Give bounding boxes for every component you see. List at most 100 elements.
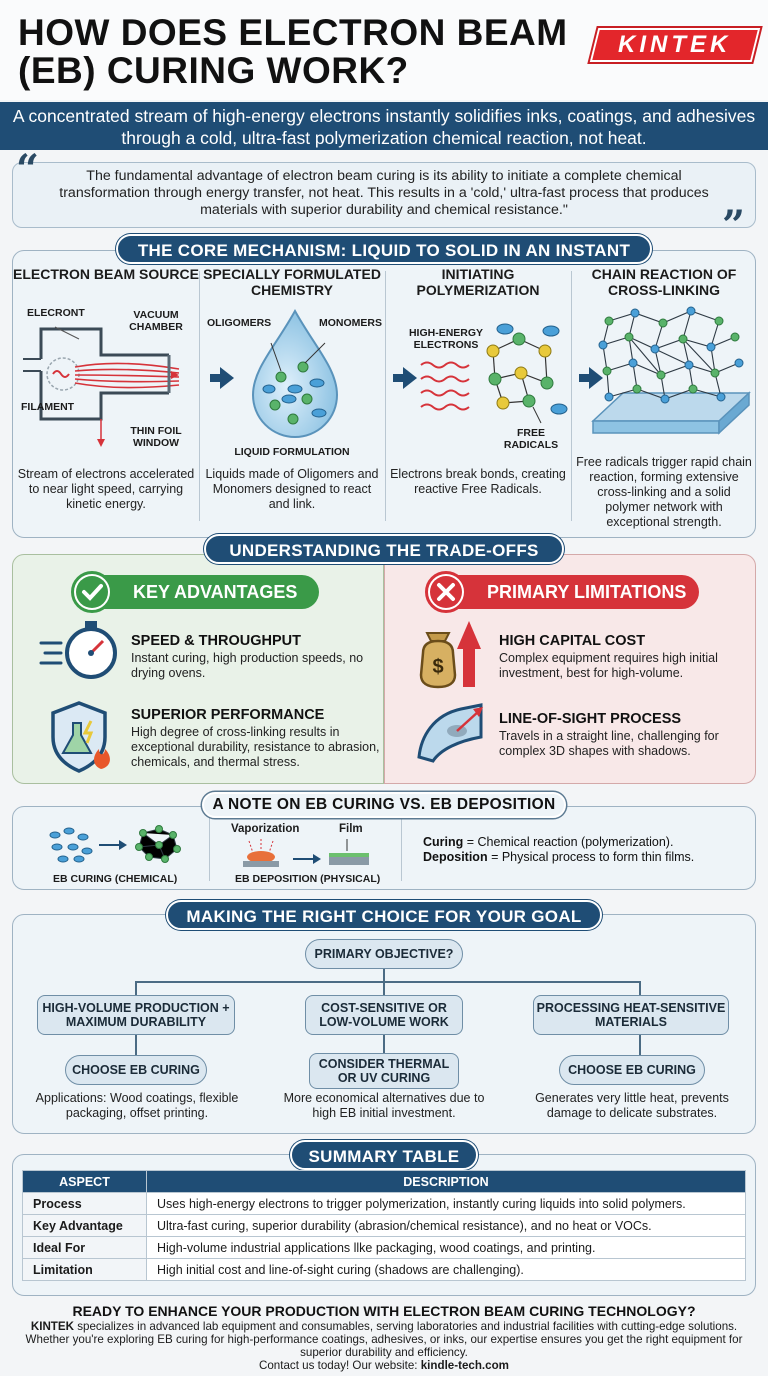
footer-text: KINTEK specializes in advanced lab equip… bbox=[14, 1320, 754, 1372]
column-header: Description bbox=[146, 1170, 746, 1193]
step-eb-source: Electron Beam Source Elecront Vacuum Cha… bbox=[13, 251, 199, 537]
arrow-right-icon bbox=[393, 367, 417, 389]
step-title: Electron Beam Source bbox=[13, 266, 199, 282]
advantages-badge: Key Advantages bbox=[71, 571, 319, 613]
label-electrons: Elecront bbox=[27, 307, 85, 319]
footer-heading: Ready to Enhance Your Production with El… bbox=[72, 1303, 696, 1319]
connector bbox=[639, 981, 641, 995]
tradeoffs-heading: Understanding the Trade-Offs bbox=[204, 534, 564, 564]
page-title: How Does Electron Beam (EB) Curing Work? bbox=[18, 12, 568, 91]
website-link[interactable]: kindle-tech.com bbox=[420, 1359, 509, 1372]
mechanism-section: Electron Beam Source Elecront Vacuum Cha… bbox=[12, 250, 756, 538]
step-polymerization: Initiating Polymerization bbox=[385, 251, 571, 537]
step-desc: Stream of electrons accelerated to near … bbox=[17, 467, 195, 511]
subtitle-band: A concentrated stream of high-energy ele… bbox=[0, 102, 768, 150]
step-title: Chain Reaction of Cross-Linking bbox=[591, 266, 737, 298]
quote-box: The fundamental advantage of electron be… bbox=[12, 162, 756, 228]
polymerization-diagram-icon bbox=[420, 323, 568, 424]
limitation-desc: Travels in a straight line, challenging … bbox=[499, 729, 719, 758]
mechanism-heading: The Core Mechanism: Liquid to Solid in a… bbox=[116, 234, 652, 264]
label-monomers: Monomers bbox=[319, 317, 382, 329]
deposition-term: Deposition bbox=[423, 850, 488, 864]
step-desc: Electrons break bonds, creating reactive… bbox=[390, 467, 566, 496]
action-choose-eb: Choose EB Curing bbox=[65, 1055, 207, 1085]
step-cross-linking: Chain Reaction of Cross-Linking bbox=[571, 251, 757, 537]
label-vacuum-chamber: Vacuum Chamber bbox=[129, 309, 183, 333]
step-desc: Free radicals trigger rapid chain reacti… bbox=[576, 455, 752, 529]
close-quote-icon: ” bbox=[722, 202, 746, 249]
deposition-def: = Physical process to form thin films. bbox=[487, 850, 695, 864]
advantage-title: Superior Performance bbox=[131, 707, 325, 723]
divider bbox=[199, 271, 200, 521]
footer-brand: KINTEK bbox=[30, 1320, 74, 1333]
note-section: EB Curing (Chemical) Vaporization Film E… bbox=[12, 806, 756, 890]
choice-section: Primary Objective? High-Volume Productio… bbox=[12, 914, 756, 1134]
advantages-panel: Key Advantages Speed & Throughput Instan… bbox=[12, 554, 384, 784]
liquid-drop-icon bbox=[251, 308, 339, 438]
quote-text: The fundamental advantage of electron be… bbox=[59, 168, 709, 218]
curing-term: Curing bbox=[423, 835, 464, 849]
curing-molecules-icon bbox=[49, 825, 181, 863]
advantage-desc: High degree of cross-linking results in … bbox=[131, 725, 380, 769]
limitations-label: Primary Limitations bbox=[487, 582, 687, 602]
column-header: Aspect bbox=[22, 1170, 147, 1193]
divider bbox=[571, 271, 572, 521]
step-desc: Liquids made of Oligomers and Monomers d… bbox=[205, 467, 379, 511]
kintek-logo[interactable]: KINTEK bbox=[587, 26, 763, 64]
polymer-network-icon bbox=[591, 306, 751, 435]
limitation-desc: Complex equipment requires high initial … bbox=[499, 651, 718, 680]
film-label: Film bbox=[339, 823, 363, 835]
curing-def: = Chemical reaction (polymerization). bbox=[463, 835, 674, 849]
step-chemistry: Specially Formulated Chemistry Oligomers… bbox=[199, 251, 385, 537]
money-bag-arrow-icon: $ bbox=[419, 621, 481, 689]
table-header-row: Aspect Description bbox=[22, 1170, 746, 1193]
connector bbox=[135, 981, 639, 983]
description-cell: High initial cost and line-of-sight curi… bbox=[146, 1258, 746, 1281]
goal-cost-sensitive: Cost-Sensitive or Low-Volume Work bbox=[305, 995, 463, 1035]
logo-text: KINTEK bbox=[618, 31, 732, 58]
eb-source-diagram-icon bbox=[23, 326, 180, 447]
connector bbox=[135, 981, 137, 995]
advantages-label: Key Advantages bbox=[133, 582, 298, 602]
description-cell: Ultra-fast curing, superior durability (… bbox=[146, 1214, 746, 1237]
step-title: Specially Formulated Chemistry bbox=[203, 266, 381, 298]
divider bbox=[385, 271, 386, 521]
label-high-energy-electrons: High-Energy Electrons bbox=[408, 327, 484, 351]
footer-body: specializes in advanced lab equipment an… bbox=[25, 1320, 743, 1359]
summary-heading: Summary Table bbox=[290, 1140, 478, 1170]
description-cell: Uses high-energy electrons to trigger po… bbox=[146, 1192, 746, 1215]
deposition-definition: Deposition = Physical process to form th… bbox=[423, 850, 694, 865]
header: How Does Electron Beam (EB) Curing Work?… bbox=[0, 0, 768, 100]
label-liquid-formulation: Liquid Formulation bbox=[234, 446, 350, 458]
label-filament: Filament bbox=[21, 401, 75, 413]
stopwatch-icon bbox=[39, 621, 117, 679]
line-of-sight-icon bbox=[417, 703, 483, 763]
advantage-desc: Instant curing, high production speeds, … bbox=[131, 651, 364, 680]
goal-high-volume: High-Volume Production + Maximum Durabil… bbox=[37, 995, 235, 1035]
limitations-badge: Primary Limitations bbox=[425, 571, 699, 613]
curing-label: EB Curing (Chemical) bbox=[53, 873, 178, 885]
action-choose-eb: Choose EB Curing bbox=[559, 1055, 705, 1085]
action-consider-thermal-uv: Consider Thermal or UV Curing bbox=[309, 1053, 459, 1089]
aspect-cell: Limitation bbox=[22, 1258, 147, 1281]
open-quote-icon: “ bbox=[16, 146, 40, 193]
advantage-title: Speed & Throughput bbox=[131, 633, 301, 649]
goal-heat-sensitive: Processing Heat-Sensitive Materials bbox=[533, 995, 729, 1035]
branch-desc: Generates very little heat, prevents dam… bbox=[535, 1091, 729, 1120]
limitation-title: High Capital Cost bbox=[499, 633, 646, 649]
divider bbox=[401, 817, 402, 881]
limitation-title: Line-of-Sight Process bbox=[499, 711, 682, 727]
svg-text:$: $ bbox=[432, 656, 443, 678]
divider bbox=[209, 817, 210, 881]
vaporization-label: Vaporization bbox=[231, 823, 300, 835]
aspect-cell: Process bbox=[22, 1192, 147, 1215]
limitations-panel: Primary Limitations $ High Capital Cost … bbox=[384, 554, 756, 784]
shield-flask-icon bbox=[51, 701, 110, 773]
label-free-radicals: Free Radicals bbox=[503, 427, 559, 451]
connector bbox=[383, 981, 385, 995]
deposition-label: EB Deposition (Physical) bbox=[235, 873, 381, 885]
description-cell: High-volume industrial applications llke… bbox=[146, 1236, 746, 1259]
